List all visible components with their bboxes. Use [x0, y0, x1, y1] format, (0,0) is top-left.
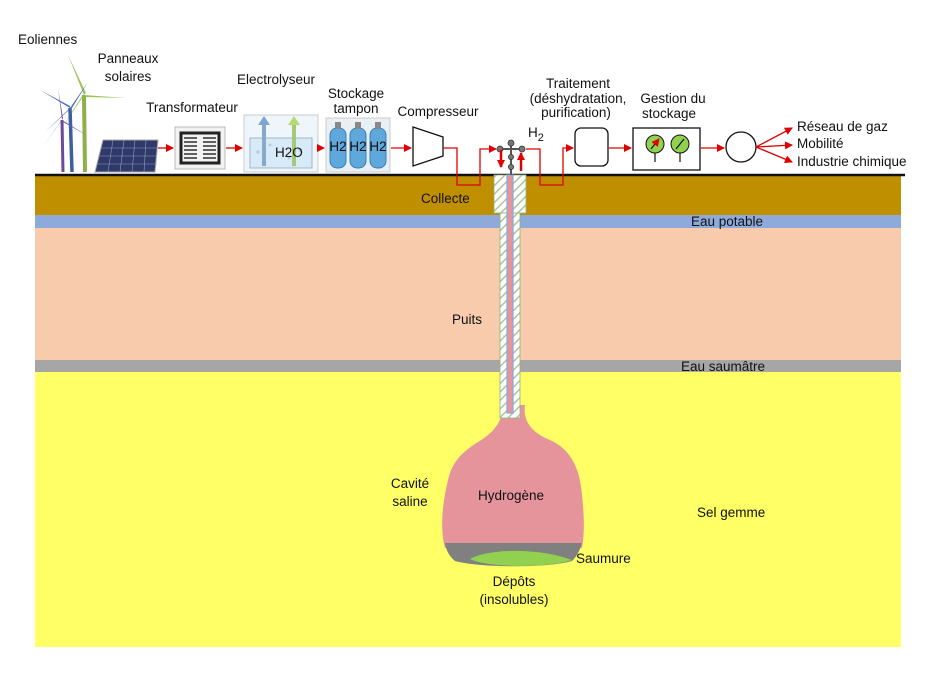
tank-label-1: H2: [329, 139, 346, 154]
collecte-label: Collecte: [421, 191, 470, 206]
insoluble-deposits: [470, 550, 572, 566]
electrolyser-label: Electrolyseur: [237, 72, 316, 87]
process-flow-lines: [158, 127, 793, 186]
deposits-label-line2: (insolubles): [479, 592, 548, 607]
salt-cavity-label-line2: saline: [392, 494, 427, 509]
distribution-node-icon: [725, 131, 757, 163]
salt-cavity: [442, 405, 584, 548]
output-gas-network: Réseau de gaz: [797, 119, 888, 134]
h2-label: H2: [528, 125, 544, 144]
transformer-label: Transformateur: [146, 100, 238, 115]
rock-layer: [35, 228, 901, 360]
compressor-label: Compresseur: [397, 104, 479, 119]
svg-text:H2O: H2O: [275, 145, 303, 160]
brackish-water-layer: [35, 360, 901, 372]
deposits-label-line1: Dépôts: [493, 574, 536, 589]
wind-turbines-label: Eoliennes: [18, 32, 78, 47]
wellhead: [496, 139, 526, 175]
compressor-icon: [412, 126, 444, 167]
potable-water-layer: [35, 215, 901, 228]
brackish-water-label: Eau saumâtre: [681, 359, 765, 374]
potable-water-label: Eau potable: [691, 214, 763, 229]
treatment-label-line1: Traitement: [546, 76, 610, 91]
tank-label-2: H2: [349, 139, 366, 154]
storage-management-icon: [632, 127, 701, 171]
buffer-storage-label-line2: tampon: [333, 101, 378, 116]
wind-turbine-icon: [40, 55, 126, 173]
hydrogen-label: Hydrogène: [478, 488, 544, 503]
output-mobility: Mobilité: [797, 136, 844, 151]
treatment-label-line3: purification): [541, 105, 611, 120]
storage-management-label-line1: Gestion du: [640, 91, 705, 106]
buffer-storage-icon: H2 H2 H2: [325, 117, 391, 173]
tank-label-3: H2: [369, 139, 386, 154]
storage-management-label-line2: stockage: [642, 106, 696, 121]
brine-label: Saumure: [576, 551, 631, 566]
treatment-icon: [574, 127, 609, 167]
well-tube: [506, 174, 514, 414]
treatment-label-line2: (déshydratation,: [530, 91, 627, 106]
transformer-icon: [174, 126, 226, 170]
electrolyser-icon: H2O: [243, 114, 319, 173]
flow-direction-arrows: [497, 150, 525, 171]
solar-panels-label-line2: solaires: [105, 69, 152, 84]
buffer-storage-label-line1: Stockage: [328, 86, 384, 101]
solar-panel-icon: [94, 139, 159, 173]
salt-cavity-label-line1: Cavité: [391, 476, 429, 491]
solar-panels-label-line1: Panneaux: [98, 51, 159, 66]
well-label: Puits: [452, 312, 482, 327]
ground-layer: [35, 175, 901, 215]
output-chemical-industry: Industrie chimique: [797, 154, 907, 169]
rock-salt-label: Sel gemme: [697, 505, 765, 520]
